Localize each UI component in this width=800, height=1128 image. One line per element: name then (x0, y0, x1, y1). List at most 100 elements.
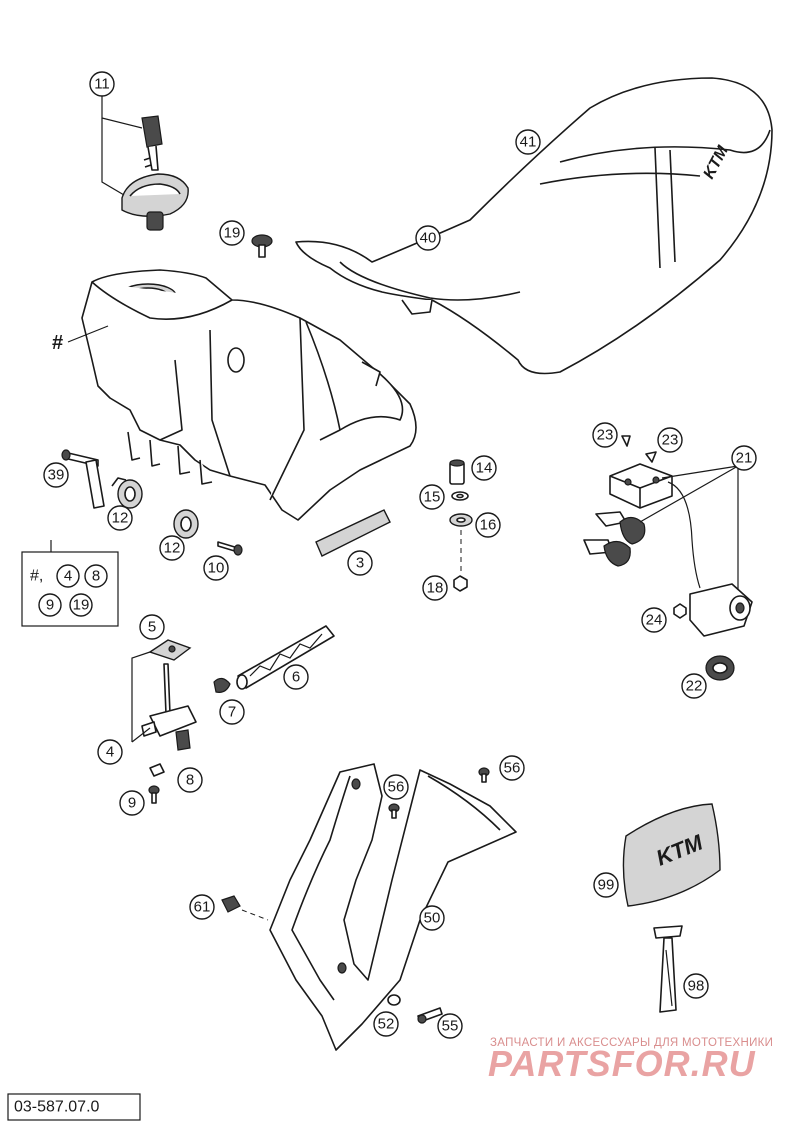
callout-56a: 56 (499, 755, 525, 781)
callout-52: 52 (373, 1011, 399, 1037)
screw-56b (388, 803, 400, 819)
callout-61: 61 (189, 894, 215, 920)
svg-text:23: 23 (662, 432, 679, 449)
svg-text:50: 50 (424, 910, 441, 927)
svg-text:4: 4 (106, 744, 114, 761)
callout-50: 50 (419, 905, 445, 931)
callout-56b: 56 (383, 774, 409, 800)
svg-text:11: 11 (94, 76, 110, 93)
callout-39: 39 (43, 462, 69, 488)
screw-19 (251, 234, 273, 258)
callout-6: 6 (283, 664, 309, 690)
svg-text:8: 8 (186, 772, 194, 789)
watermark-brand: PARTSFOR.RU (488, 1043, 756, 1084)
callout-23a: 23 (592, 422, 618, 448)
svg-text:3: 3 (356, 555, 364, 572)
diagram-code: 03-587.07.0 (14, 1099, 100, 1116)
leader-11-cap (101, 118, 125, 196)
bolt-39-assembly (61, 449, 105, 509)
spacer-14 (449, 459, 465, 485)
callout-98: 98 (683, 973, 709, 999)
leader-4-top (131, 651, 151, 742)
callout-7: 7 (219, 699, 245, 725)
callout-23b: 23 (657, 427, 683, 453)
svg-text:16: 16 (480, 517, 497, 534)
leader-21 (639, 465, 739, 590)
kit-callout-19: 19 (69, 593, 93, 617)
callout-9: 9 (119, 790, 145, 816)
fuel-tap-4 (141, 639, 197, 751)
callout-22: 22 (681, 673, 707, 699)
ignition-lock-assembly (583, 463, 753, 637)
callout-41: 41 (515, 129, 541, 155)
callout-11: 11 (89, 71, 115, 97)
svg-text:9: 9 (46, 597, 54, 614)
grommet-22 (705, 655, 735, 681)
tool-98 (653, 925, 683, 1013)
leader-11-key (101, 96, 143, 129)
svg-text:6: 6 (292, 669, 300, 686)
svg-text:98: 98 (688, 978, 705, 995)
screw-10 (217, 541, 243, 556)
svg-text:52: 52 (378, 1016, 395, 1033)
callout-40: 40 (415, 225, 441, 251)
rubber-pad-3 (315, 509, 391, 557)
tank-hash-mark: # (52, 332, 63, 354)
svg-text:7: 7 (228, 704, 236, 721)
kit-callout-4: 4 (56, 564, 80, 588)
svg-text:40: 40 (420, 230, 437, 247)
side-panel-50 (269, 763, 517, 1051)
svg-text:18: 18 (427, 580, 444, 597)
watermark-tagline: ЗАПЧАСТИ И АКСЕССУАРЫ ДЛЯ МОТОТЕХНИКИ (490, 1037, 773, 1049)
svg-text:41: 41 (520, 134, 537, 151)
callout-16: 16 (475, 512, 501, 538)
callout-15: 15 (419, 484, 445, 510)
kit-callout-8: 8 (84, 564, 108, 588)
callout-4: 4 (97, 739, 123, 765)
fuel-hose-6 (236, 625, 335, 690)
screw-23b (645, 451, 657, 463)
screw-56a (478, 767, 490, 783)
svg-text:56: 56 (504, 760, 521, 777)
kit-callout-9: 9 (38, 593, 62, 617)
axis-line-61 (241, 909, 269, 921)
callout-18: 18 (422, 575, 448, 601)
svg-text:39: 39 (48, 467, 65, 484)
svg-text:55: 55 (442, 1018, 459, 1035)
svg-text:61: 61 (194, 899, 211, 916)
svg-text:4: 4 (64, 568, 72, 585)
screw-55 (417, 1007, 443, 1024)
washer-15-hole (456, 493, 464, 499)
callout-12b: 12 (159, 535, 185, 561)
callout-19: 19 (219, 220, 245, 246)
callout-8: 8 (177, 767, 203, 793)
clip-8 (149, 763, 165, 777)
grommet-12a (111, 477, 143, 509)
callout-12a: 12 (107, 505, 133, 531)
svg-text:19: 19 (73, 597, 90, 614)
leader-4-tap (131, 727, 151, 743)
washer-16-hole (456, 517, 466, 523)
fuel-cap (121, 173, 189, 231)
svg-text:24: 24 (646, 612, 663, 629)
seat: KTM (295, 77, 773, 375)
callout-3: 3 (347, 550, 373, 576)
svg-text:15: 15 (424, 489, 441, 506)
svg-text:8: 8 (92, 568, 100, 585)
diagram-code-box (7, 1093, 141, 1121)
callout-10: 10 (203, 555, 229, 581)
fuel-cap-key (141, 115, 163, 171)
callout-24: 24 (641, 607, 667, 633)
grommet-52 (387, 994, 401, 1006)
svg-text:5: 5 (148, 619, 156, 636)
svg-text:12: 12 (112, 510, 129, 527)
callout-21: 21 (731, 445, 757, 471)
leader-tank-hash (67, 325, 109, 343)
svg-text:21: 21 (736, 450, 753, 467)
svg-text:56: 56 (388, 779, 405, 796)
svg-text:22: 22 (686, 678, 703, 695)
nut-18 (453, 575, 468, 592)
sticker-99: KTM (622, 803, 721, 907)
callout-14: 14 (471, 455, 497, 481)
